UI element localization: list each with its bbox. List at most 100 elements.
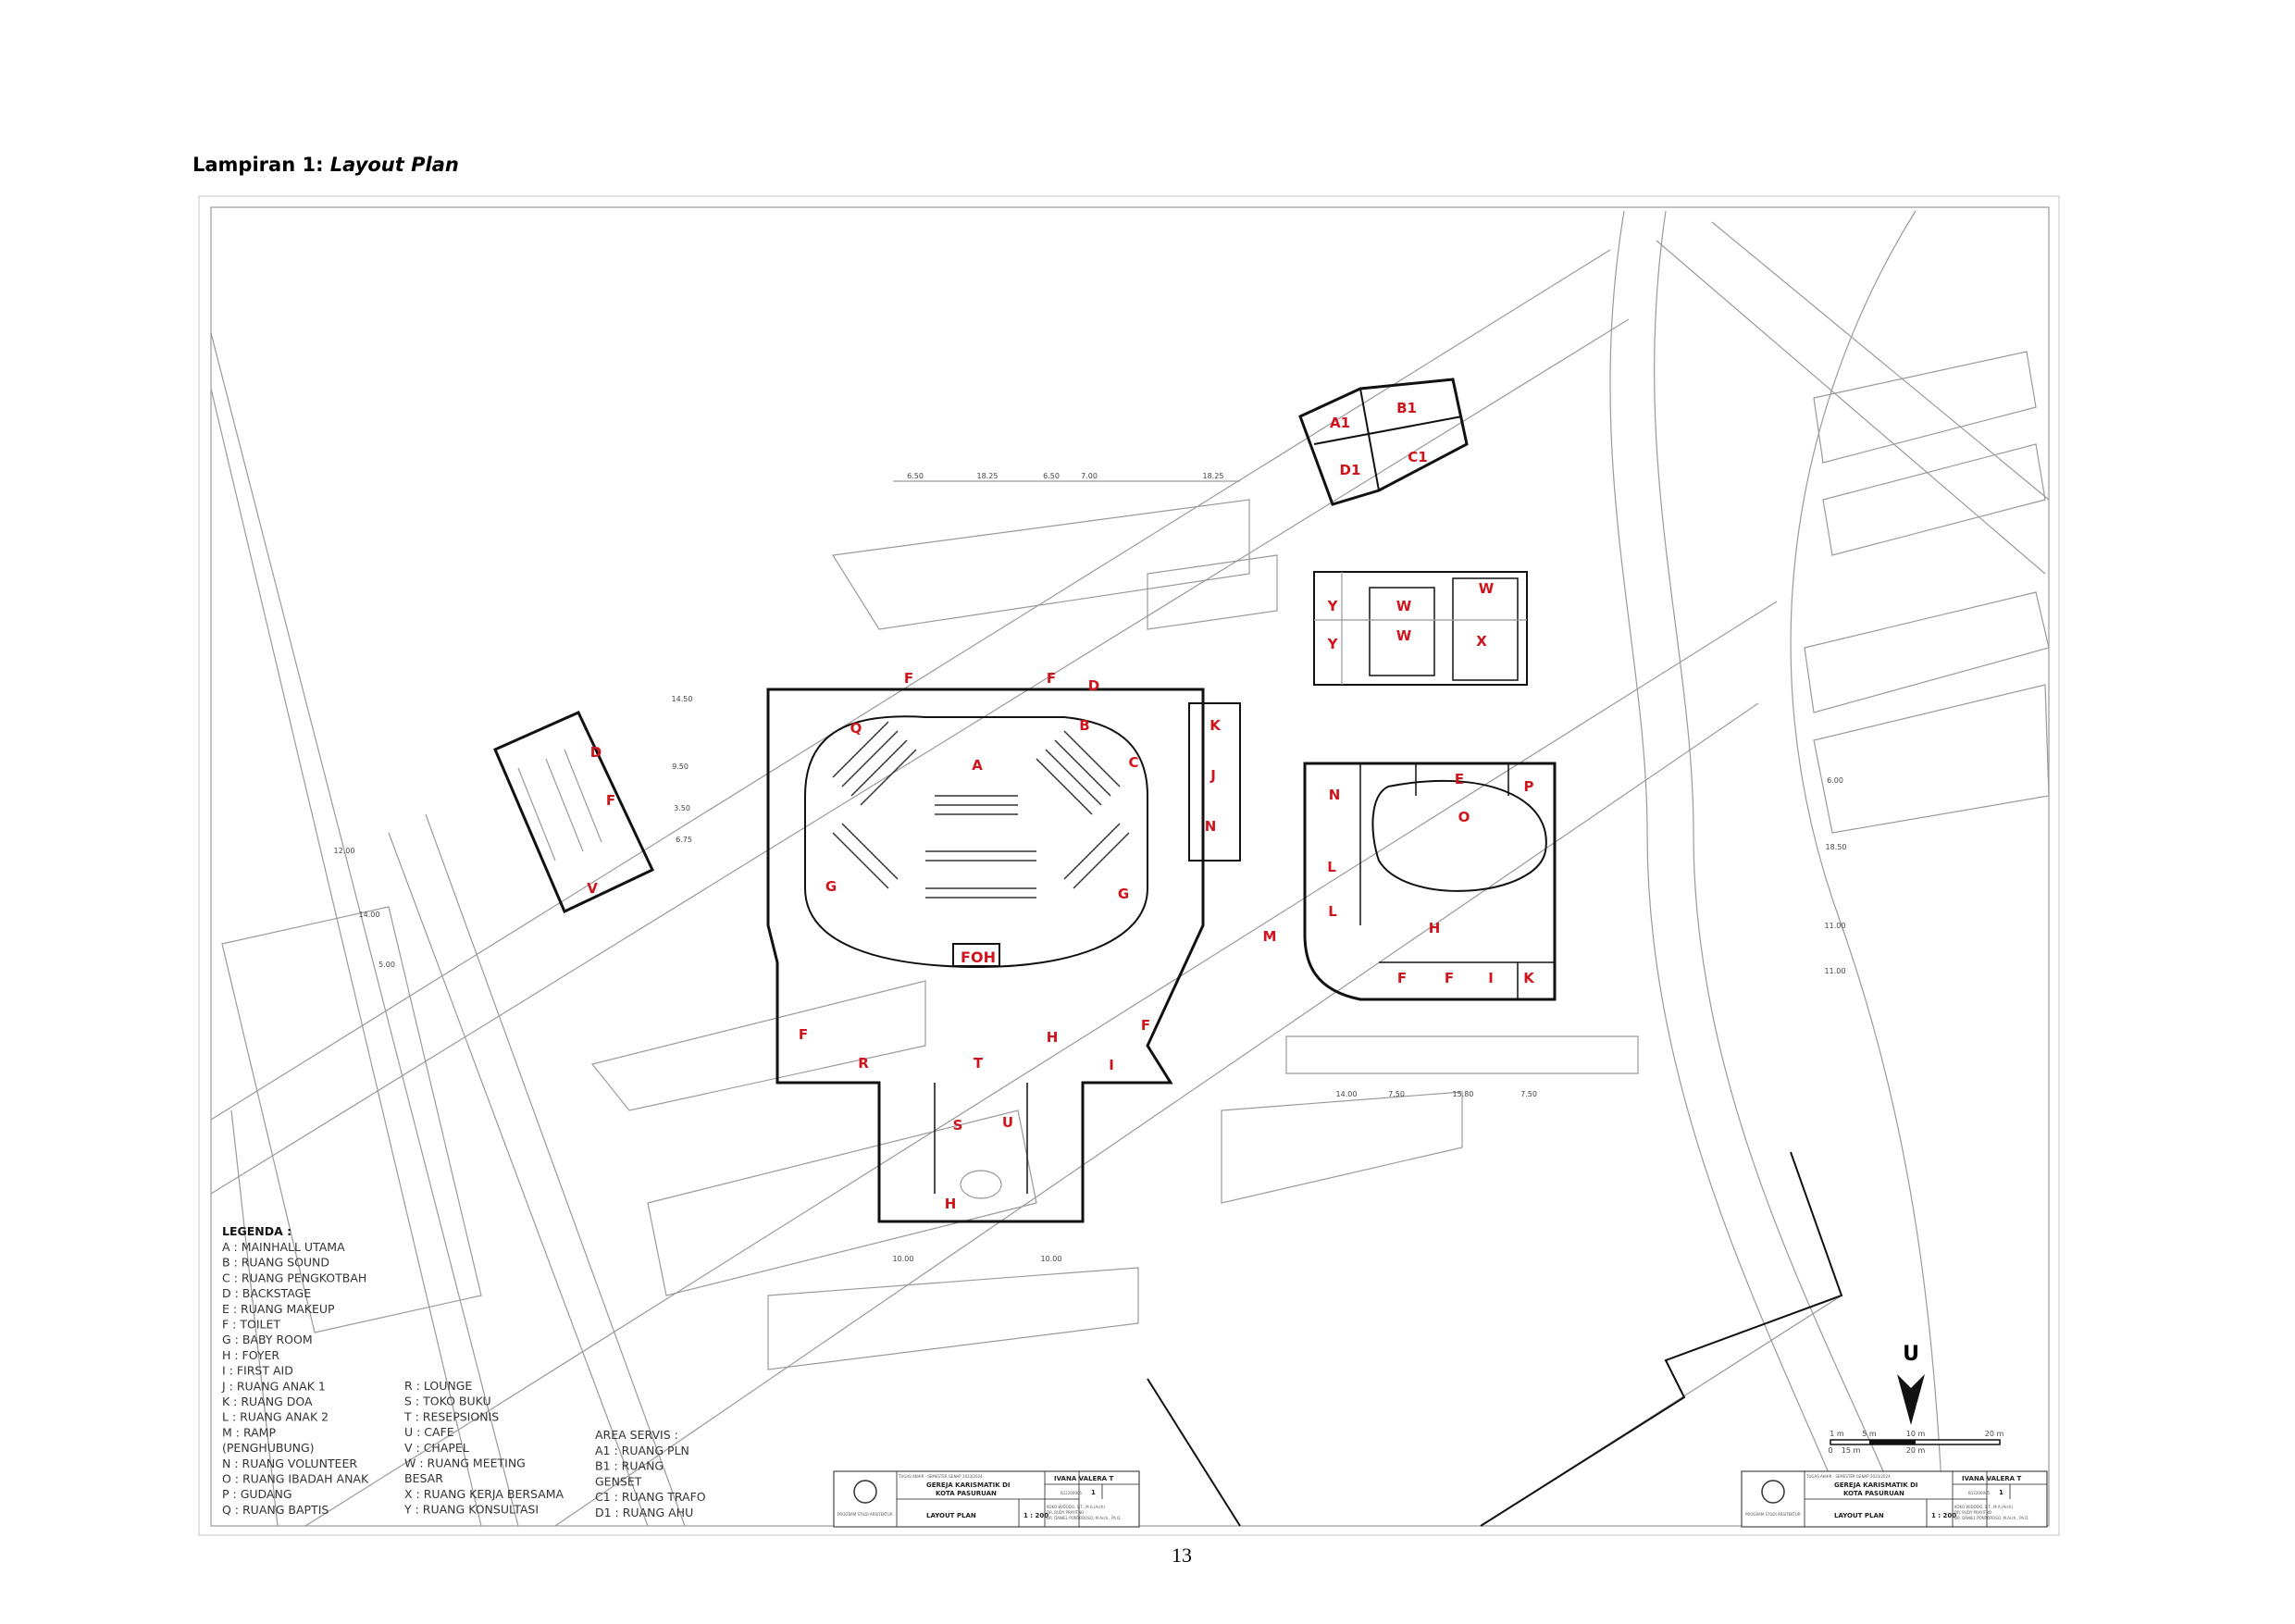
room-label-b1: B1 <box>1396 400 1417 416</box>
legend-item: D1 : RUANG AHU <box>595 1506 693 1519</box>
legend-item: K : RUANG DOA <box>222 1395 313 1408</box>
room-label-p: P <box>1524 778 1534 795</box>
dim: 7.00 <box>1081 472 1098 480</box>
tb-course: TUGAS AKHIR - SEMESTER GENAP 2023/2024 <box>898 1474 983 1479</box>
room-label-b: B <box>1079 717 1089 734</box>
room-label-w1: W <box>1396 598 1412 614</box>
room-label-o: O <box>1458 809 1470 825</box>
room-label-f: F <box>1141 1017 1150 1034</box>
room-label-a1: A1 <box>1330 415 1350 431</box>
legend-item: T : RESEPSIONIS <box>403 1409 499 1423</box>
legend-item: L : RUANG ANAK 2 <box>222 1410 329 1424</box>
legend-item: O : RUANG IBADAH ANAK <box>222 1472 369 1486</box>
tb-student: IVANA VALERA T <box>1054 1475 1114 1482</box>
main-room-labels: Q A B C D F F K J N G G FOH H F F R I T … <box>799 670 1277 1212</box>
legend-item: Q : RUANG BAPTIS <box>222 1503 329 1517</box>
service-area-building <box>1298 378 1469 506</box>
tb-drawing: LAYOUT PLAN <box>1834 1512 1884 1519</box>
room-label-l: L <box>1328 903 1337 920</box>
university-logo-icon <box>853 1480 877 1504</box>
dim: 14.00 <box>1336 1090 1358 1098</box>
caption-prefix: Lampiran 1: <box>192 154 330 176</box>
room-label-l: L <box>1327 859 1336 875</box>
tb-student-id: B12200005 <box>1061 1491 1083 1495</box>
chapel-building <box>493 711 654 914</box>
room-label-f: F <box>904 670 913 687</box>
room-label-d1: D1 <box>1340 462 1361 478</box>
room-label-f: F <box>799 1026 808 1043</box>
room-label-n: N <box>1205 818 1217 835</box>
page-number: 13 <box>1172 1543 1192 1567</box>
tb-course: TUGAS AKHIR - SEMESTER GENAP 2023/2024 <box>1805 1474 1891 1479</box>
room-label-g: G <box>1118 886 1129 902</box>
dim: 11.00 <box>1825 922 1846 930</box>
room-label-y2: Y <box>1327 636 1339 652</box>
tb-project: GEREJA KARISMATIK DI <box>1834 1481 1918 1489</box>
title-block-left: TUGAS AKHIR - SEMESTER GENAP 2023/2024GE… <box>833 1470 1140 1528</box>
dim: 10.00 <box>1041 1255 1062 1263</box>
inner-frame <box>210 206 2050 1527</box>
legend-item: X : RUANG KERJA BERSAMA <box>404 1487 564 1501</box>
tb-project: GEREJA KARISMATIK DI <box>926 1481 1011 1489</box>
scale-label: 10 m <box>1906 1430 1926 1438</box>
legend-item: BESAR <box>404 1471 443 1485</box>
tb-advisor: DR. RUDY PRAYITNO <box>1954 1510 1991 1515</box>
room-label-chapel-d: D <box>590 744 602 761</box>
legend-item: E : RUANG MAKEUP <box>222 1302 335 1316</box>
tb-sheet: 1 <box>1091 1489 1096 1496</box>
scale-label: 20 m <box>1985 1430 2004 1438</box>
scale-label: 1 m <box>1830 1430 1844 1438</box>
north-arrow-icon <box>1897 1374 1925 1425</box>
room-label-a: A <box>972 757 983 774</box>
tb-scale: 1 : 200 <box>1931 1512 1956 1519</box>
legend-item: I : FIRST AID <box>222 1364 293 1378</box>
tb-drawing: LAYOUT PLAN <box>926 1512 976 1519</box>
tb-advisor: DR. RUDY PRAYITNO <box>1047 1510 1084 1515</box>
scale-label: 20 m <box>1906 1446 1926 1455</box>
outer-frame <box>198 195 2060 1536</box>
scale-label: 0 <box>1828 1446 1832 1455</box>
dim: 5.00 <box>378 961 395 969</box>
legend-service-title: AREA SERVIS : <box>595 1428 678 1442</box>
room-label-y1: Y <box>1327 598 1339 614</box>
room-label-h: H <box>1047 1029 1059 1046</box>
room-label-chapel-f: F <box>606 792 615 809</box>
dim: 18.25 <box>1203 472 1224 480</box>
room-label-x: X <box>1476 633 1487 650</box>
room-label-f: F <box>1445 970 1454 986</box>
room-label-j: J <box>1210 767 1216 784</box>
title-block-right: TUGAS AKHIR - SEMESTER GENAP 2023/2024GE… <box>1741 1470 2048 1528</box>
site-context <box>210 210 2050 1527</box>
legend-item: B : RUANG SOUND <box>222 1256 329 1270</box>
room-label-u: U <box>1002 1114 1013 1131</box>
dim: 15.80 <box>1453 1090 1474 1098</box>
tb-project: KOTA PASURUAN <box>1843 1490 1904 1497</box>
room-label-t: T <box>974 1055 984 1072</box>
dim: 18.25 <box>977 472 999 480</box>
scale-bar: 1 m 5 m 10 m 20 m 0 15 m 20 m <box>1828 1430 2003 1455</box>
legend-item: B1 : RUANG <box>595 1459 664 1473</box>
legend: LEGENDA : A : MAINHALL UTAMA B : RUANG SO… <box>221 1224 706 1519</box>
tb-advisor: DR. DANIEL PONTOROSO, M.Arch., Ph.D. <box>1954 1516 2029 1520</box>
legend-item: F : TOILET <box>222 1318 280 1332</box>
tb-scale: 1 : 200 <box>1023 1512 1048 1519</box>
legend-item: A1 : RUANG PLN <box>595 1444 689 1457</box>
room-label-i: I <box>1109 1057 1114 1073</box>
dim: 11.00 <box>1825 967 1846 975</box>
room-label-n: N <box>1329 787 1341 803</box>
legend-item: R : LOUNGE <box>404 1379 472 1393</box>
dim: 7.50 <box>1520 1090 1537 1098</box>
legend-item: Y : RUANG KONSULTASI <box>403 1503 539 1517</box>
legend-title: LEGENDA : <box>222 1224 292 1238</box>
legend-item: A : MAINHALL UTAMA <box>222 1240 345 1254</box>
legend-item: S : TOKO BUKU <box>404 1395 491 1408</box>
room-label-foh: FOH <box>961 948 996 966</box>
dim: 18.50 <box>1826 843 1847 851</box>
legend-item: V : CHAPEL <box>404 1441 469 1455</box>
legend-item: GENSET <box>595 1474 642 1488</box>
tb-advisor: KOKO WIDODO, S.T., M.A.(Arch) <box>1047 1505 1105 1509</box>
room-label-k: K <box>1210 717 1222 734</box>
room-label-d: D <box>1088 677 1099 694</box>
legend-item: U : CAFE <box>404 1425 454 1439</box>
